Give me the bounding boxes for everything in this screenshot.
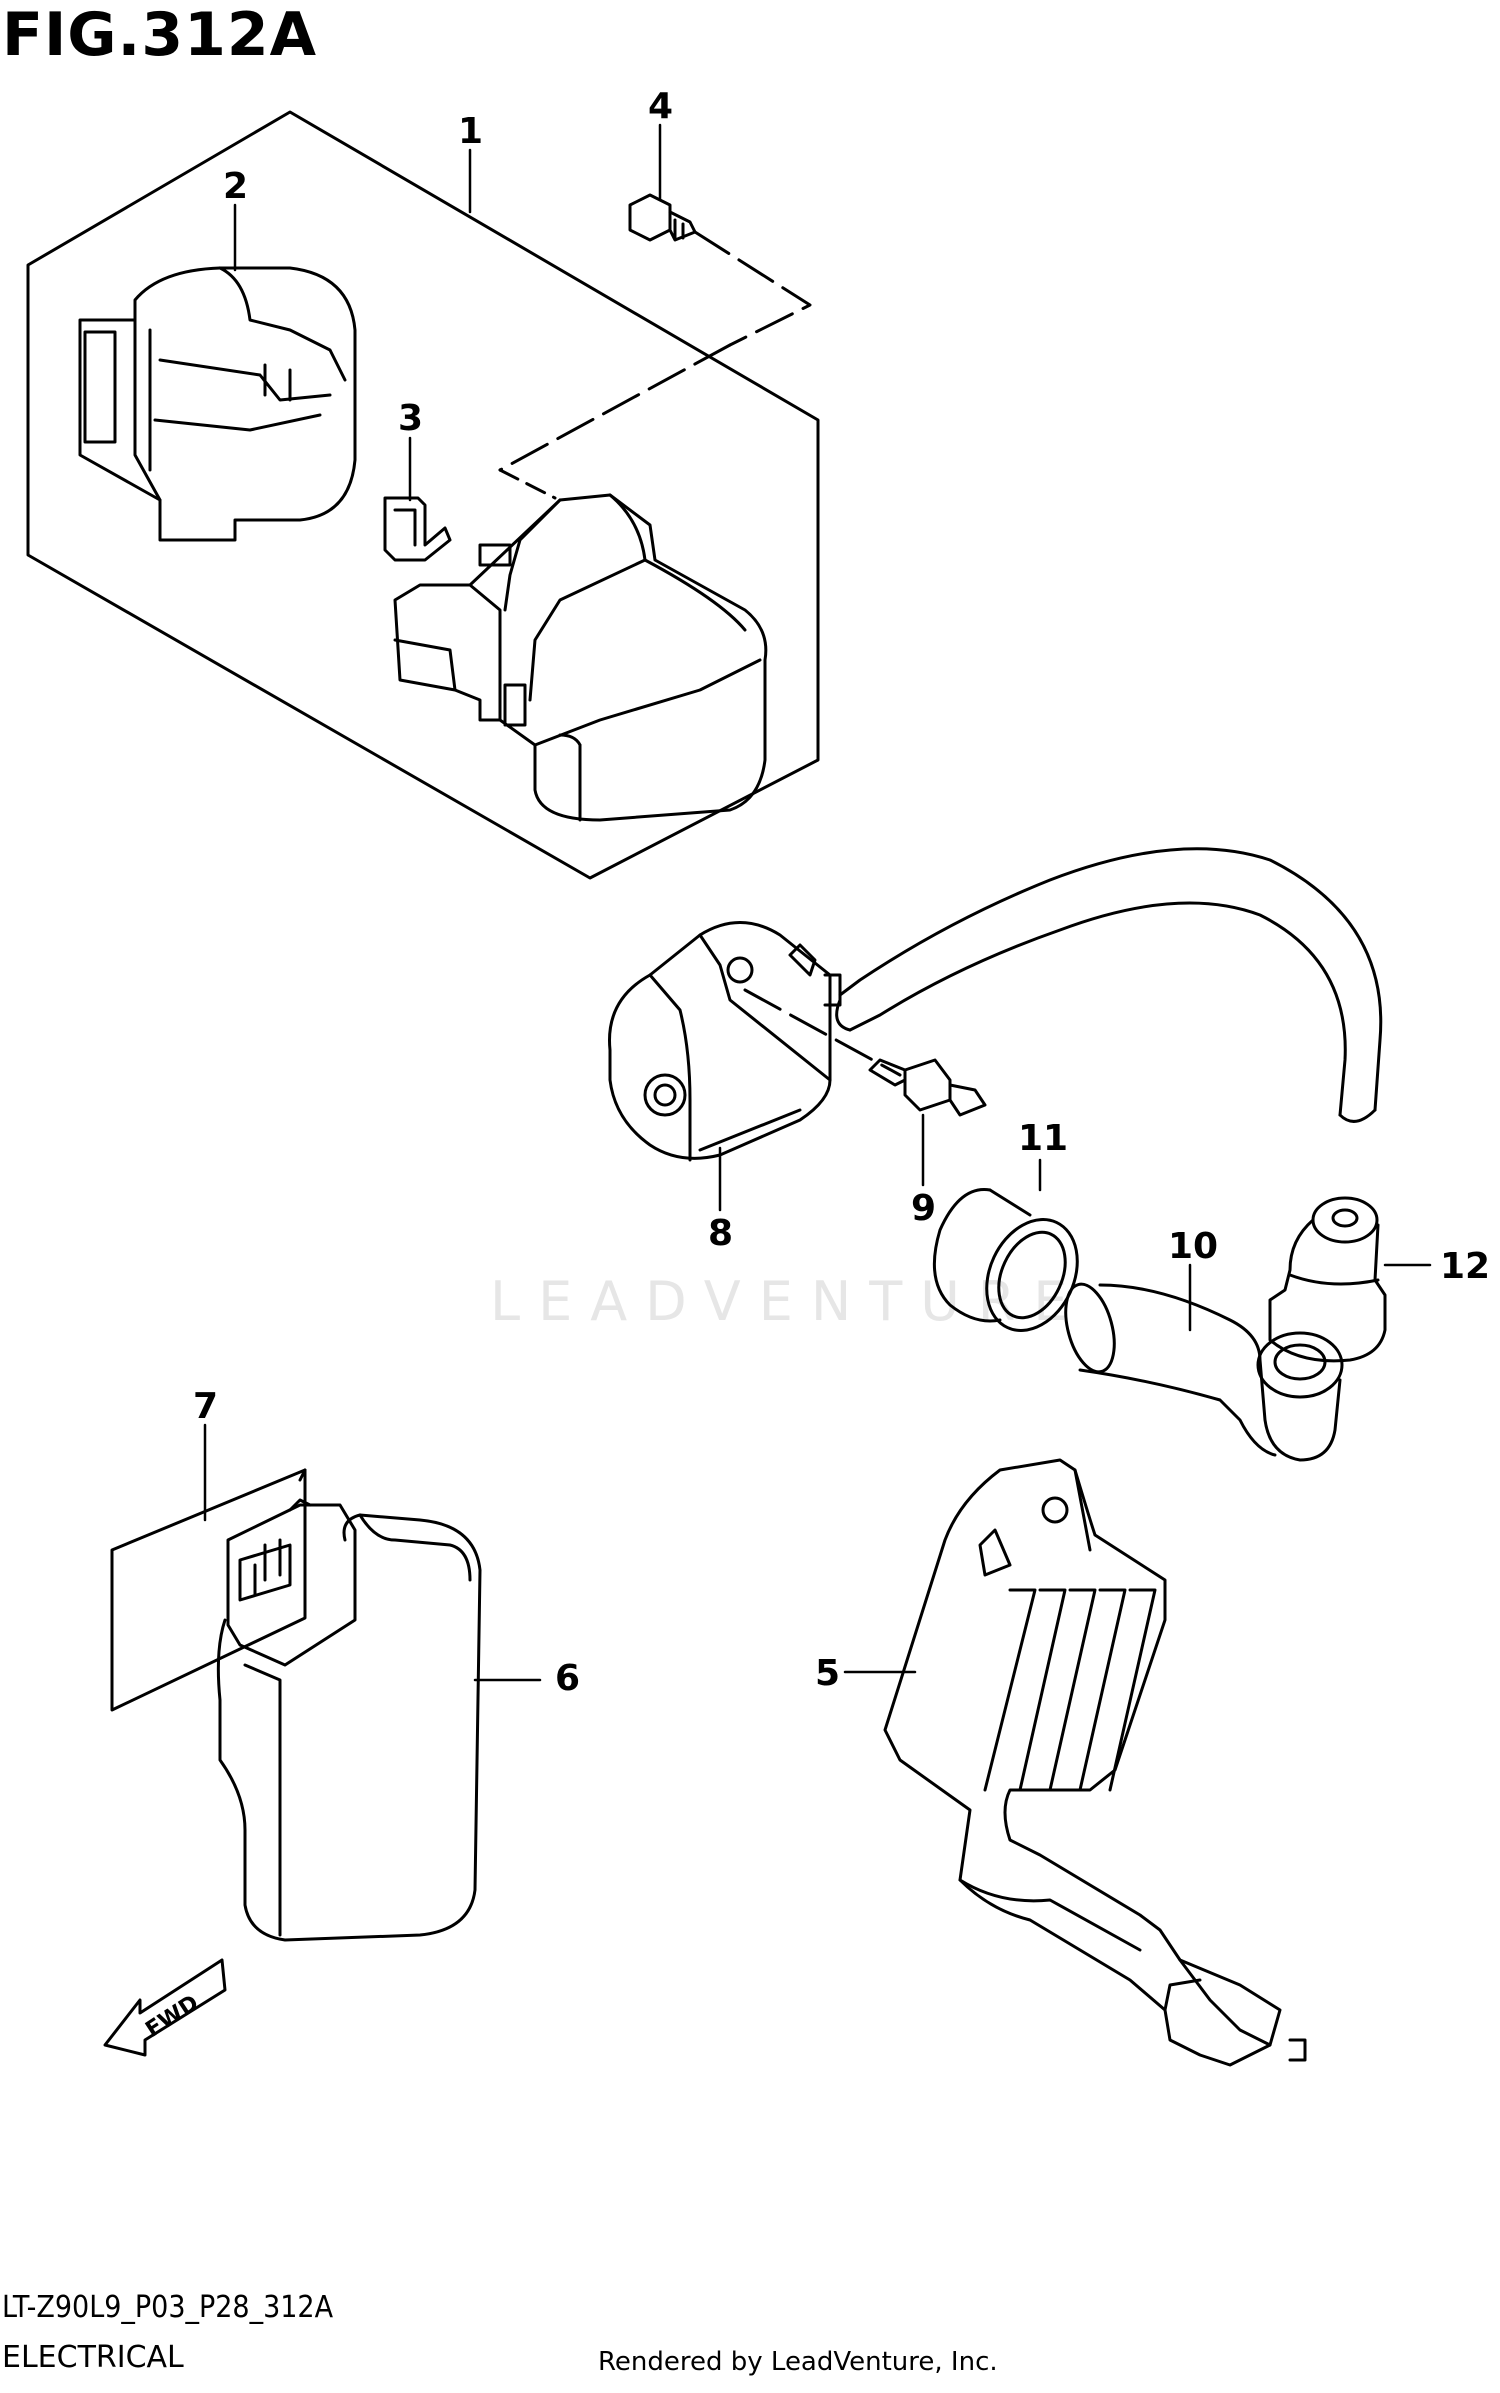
callout-12: 12 <box>1440 1246 1490 1287</box>
callout-3: 3 <box>398 398 423 439</box>
callout-7: 7 <box>193 1386 218 1427</box>
callout-8: 8 <box>708 1213 733 1254</box>
callout-2: 2 <box>223 166 248 207</box>
callout-11: 11 <box>1018 1118 1068 1159</box>
watermark-text: LEADVENTURE <box>490 1270 1086 1333</box>
callout-6: 6 <box>555 1658 580 1699</box>
callout-4: 4 <box>648 86 673 127</box>
callout-5: 5 <box>815 1653 840 1694</box>
callout-9: 9 <box>911 1188 936 1229</box>
plug-cap-part <box>1064 1282 1344 1462</box>
boot-part <box>1268 1196 1387 1363</box>
figure-title: FIG.312A <box>2 0 318 70</box>
fwd-arrow-icon <box>103 1958 227 2057</box>
coil-bolt-part <box>868 1058 987 1117</box>
ignition-coil-part <box>608 847 1383 1162</box>
cdi-pad-part <box>110 1468 307 1712</box>
diagram-code: LT-Z90L9_P03_P28_312A <box>2 2290 334 2325</box>
bolt-part <box>628 193 697 242</box>
ring-seal-part <box>932 1188 1079 1332</box>
assembly-outline <box>26 110 820 880</box>
section-name: ELECTRICAL <box>2 2340 184 2375</box>
regulator-part <box>883 1458 1307 2067</box>
render-credit: Rendered by LeadVenture, Inc. <box>598 2347 998 2377</box>
callout-10: 10 <box>1168 1226 1218 1267</box>
relay-cover-part <box>78 266 357 542</box>
clip-part <box>383 496 452 562</box>
callout-1: 1 <box>458 111 483 152</box>
starter-relay-part <box>393 493 768 822</box>
cdi-unit-part <box>216 1498 482 1942</box>
leader-lines <box>203 123 1432 1682</box>
